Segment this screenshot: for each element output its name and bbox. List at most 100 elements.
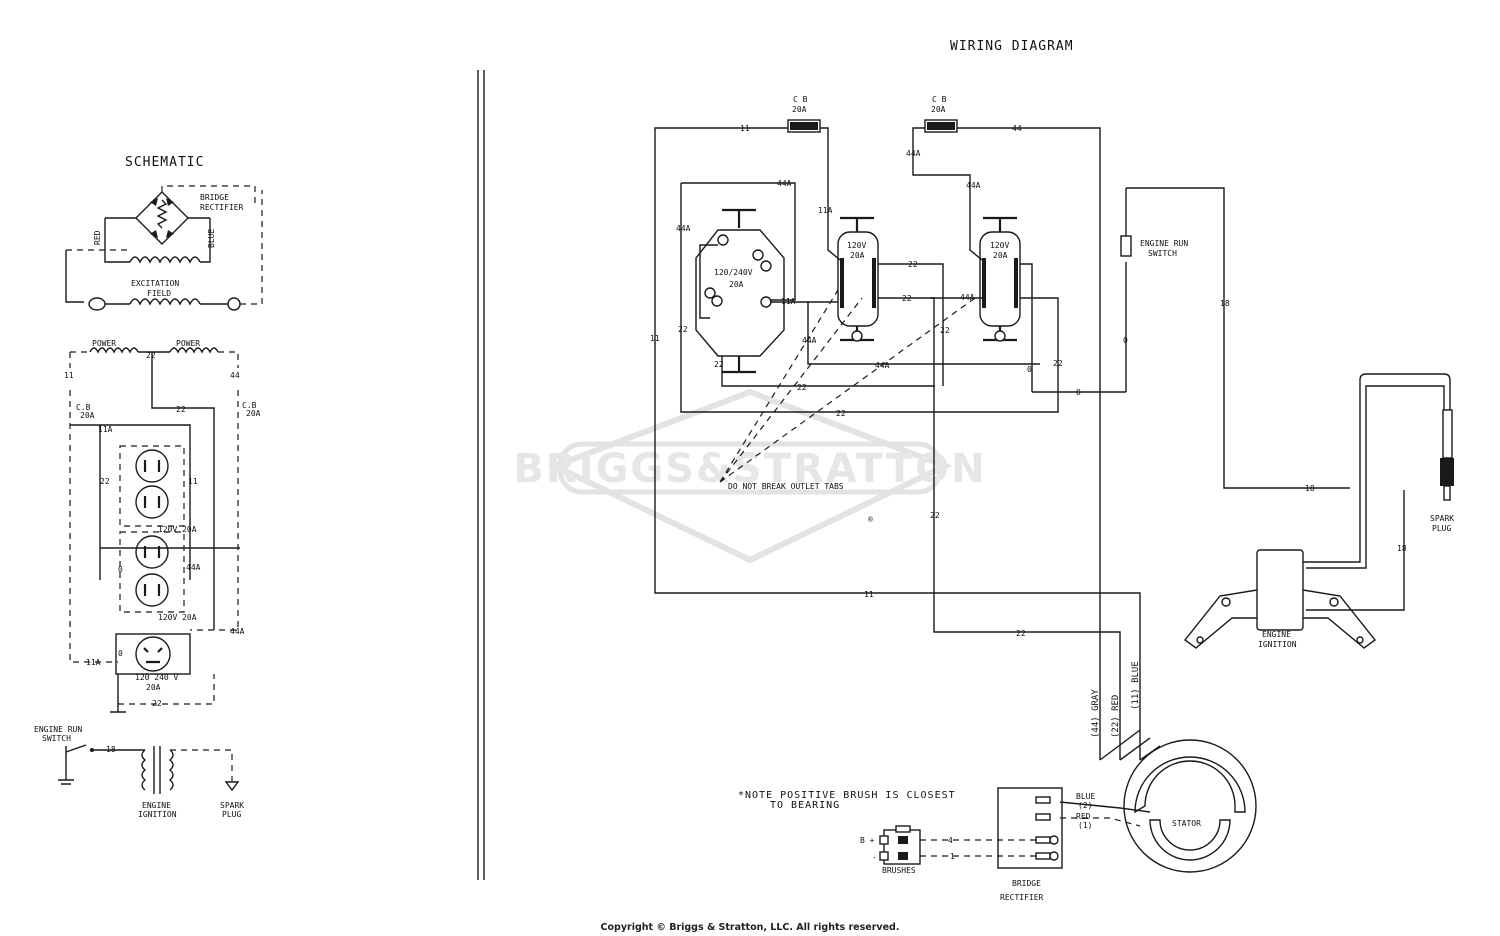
wiring-outlet-a: 120V 20A — [837, 216, 879, 342]
schematic-excitation-label-1: EXCITATION — [131, 279, 179, 288]
wiring-wire-22-b: 22 — [902, 294, 912, 303]
wiring-red-num: (1) — [1078, 821, 1092, 830]
wiring-wire-22-f: 22 — [1053, 359, 1063, 368]
wiring-twist-lock-outlet: 120/240V 20A — [695, 208, 785, 374]
wiring-wire-18-c: 18 — [1397, 544, 1407, 553]
wiring-cb2-rating: 20A — [931, 105, 946, 114]
wiring-stator: STATOR — [1059, 739, 1257, 873]
schematic-cb-right: C.B — [242, 401, 257, 410]
schematic-cb-right-rating: 20A — [246, 409, 261, 418]
schematic-wire-22b: 22 — [176, 405, 186, 414]
wiring-wire-18-a: 18 — [1220, 299, 1230, 308]
wiring-outlet-a-rating: 20A — [850, 251, 865, 260]
wiring-wire-44a-d: 44A — [802, 336, 817, 345]
schematic-blue-label: BLUE — [207, 229, 216, 248]
schematic-ignition-label-1: ENGINE — [142, 801, 171, 810]
schematic-cb-left-rating: 20A — [80, 411, 95, 420]
wiring-engine-run-label-2: SWITCH — [1148, 249, 1177, 258]
copyright-notice: Copyright © Briggs & Stratton, LLC. All … — [601, 922, 900, 933]
schematic-excitation-label-2: FIELD — [147, 289, 171, 298]
wiring-cb2-label: C B — [932, 95, 947, 104]
schematic-twist-lock-label-1: 120 240 V — [135, 673, 179, 682]
wiring-wire-44: 44 — [1012, 124, 1022, 133]
wiring-engine-run-label-1: ENGINE RUN — [1140, 239, 1188, 248]
wiring-brushes: B + - BRUSHES 4 1 — [860, 825, 1036, 875]
wiring-twist-lock-label: 120/240V — [714, 268, 753, 277]
schematic-wire-44a: 44A — [186, 563, 201, 572]
schematic-engine-run-label-1: ENGINE RUN — [34, 725, 82, 734]
wiring-blue-lead: BLUE — [1076, 792, 1095, 801]
schematic-red-label: RED — [93, 230, 102, 245]
wiring-stator-label: STATOR — [1172, 819, 1201, 828]
wiring-cb1-label: C B — [793, 95, 808, 104]
wiring-outlet-a-label: 120V — [847, 241, 866, 250]
wiring-tabs-note: DO NOT BREAK OUTLET TABS — [728, 482, 844, 491]
wiring-wire-22-mid: 22 — [797, 383, 807, 392]
wiring-bridge-label-1: BRIDGE — [1012, 879, 1041, 888]
wiring-cb1-rating: 20A — [792, 105, 807, 114]
wiring-wire-0-c: 0 — [1123, 336, 1128, 345]
schematic-outlet-group-2 — [119, 531, 185, 613]
schematic-wire-0b: 0 — [118, 649, 123, 658]
schematic-wire-18: 18 — [106, 745, 116, 754]
wiring-bridge-label-2: RECTIFIER — [1000, 893, 1044, 902]
wiring-wire-11a-cb: 11A — [818, 206, 833, 215]
wiring-wire-44a-cb: 44A — [906, 149, 921, 158]
schematic-wire-11a-2: 11A — [86, 658, 101, 667]
wiring-bridge-rectifier: BLUE (2) RED (1) BRIDGE RECTIFIER — [997, 787, 1095, 902]
schematic-wire-22d: 22 — [152, 699, 162, 708]
wiring-wire-22-e: 22 — [1016, 629, 1026, 638]
wiring-wire-18-b: 18 — [1305, 484, 1315, 493]
watermark-text: BRIGGS&STRATTON — [513, 446, 986, 492]
wiring-wire-22-d: 22 — [930, 511, 940, 520]
schematic-outlet-group-1 — [119, 445, 185, 527]
wiring-outlet-b-rating: 20A — [993, 251, 1008, 260]
schematic-wire-11: 11 — [64, 371, 74, 380]
schematic-wire-0: 0 — [118, 565, 123, 574]
schematic-wire-22: 22 — [146, 351, 156, 360]
wiring-spark-label-2: PLUG — [1432, 524, 1451, 533]
wiring-wire-11-top: 11 — [740, 124, 750, 133]
wiring-note-2: TO BEARING — [770, 800, 840, 811]
wiring-wire-22-low: 22 — [836, 409, 846, 418]
wiring-gray-lead-label: (44) GRAY — [1091, 689, 1101, 738]
schematic-spark-label-1: SPARK — [220, 801, 244, 810]
schematic-wire-11b: 11 — [188, 477, 198, 486]
wiring-brush-plus: B + — [860, 836, 875, 845]
schematic-twist-lock-box — [115, 633, 191, 675]
schematic-bridge-rectifier: BRIDGE RECTIFIER RED BLUE — [93, 185, 256, 248]
schematic-engine-run-label-2: SWITCH — [42, 734, 71, 743]
schematic-wire-44: 44 — [230, 371, 240, 380]
wiring-ignition-label-2: IGNITION — [1258, 640, 1297, 649]
schematic-ignition-label-2: IGNITION — [138, 810, 177, 819]
wiring-wire-44a-f: 44A — [960, 293, 975, 302]
schematic-spark-label-2: PLUG — [222, 810, 241, 819]
wiring-wire-44a-top: 44A — [777, 179, 792, 188]
wiring-red-lead-label: (22) RED — [1111, 695, 1121, 738]
schematic-outlet-label-2: 120V 20A — [158, 613, 197, 622]
wiring-wire-4: 4 — [948, 836, 953, 845]
wiring-breaker-1: C B 20A — [787, 95, 821, 133]
wiring-wire-44a-b: 44A — [966, 181, 981, 190]
wiring-twist-lock-rating: 20A — [729, 280, 744, 289]
wiring-wire-22-c: 22 — [940, 326, 950, 335]
schematic-power-label-2: POWER — [176, 339, 200, 348]
schematic-wire-44a-2: 44A — [230, 627, 245, 636]
wiring-note-1: *NOTE POSITIVE BRUSH IS CLOSEST — [738, 790, 956, 801]
wiring-ignition-label-1: ENGINE — [1262, 630, 1291, 639]
schematic-twist-lock-label-2: 20A — [146, 683, 161, 692]
wiring-wire-1: 1 — [950, 852, 955, 861]
schematic-bridge-label-1: BRIDGE — [200, 193, 229, 202]
wiring-section: C B 20A C B 20A 11 11 11 11A 44 44A 44A — [650, 95, 1454, 902]
wiring-wire-22-tl: 22 — [714, 360, 724, 369]
schematic-power-windings: POWER POWER 22 11 44 22 — [64, 339, 240, 630]
wiring-brush-minus: - — [872, 853, 877, 862]
schematic-wire-11a: 11A — [98, 425, 113, 434]
watermark-logo: BRIGGS&STRATTON ® — [513, 388, 986, 564]
schematic-bridge-label-2: RECTIFIER — [200, 203, 244, 212]
schematic-breakers: C.B 20A C.B 20A 11A — [69, 390, 261, 663]
wiring-wire-22-left: 22 — [678, 325, 688, 334]
schematic-power-label-1: POWER — [92, 339, 116, 348]
wiring-wire-11-left: 11 — [650, 334, 660, 343]
